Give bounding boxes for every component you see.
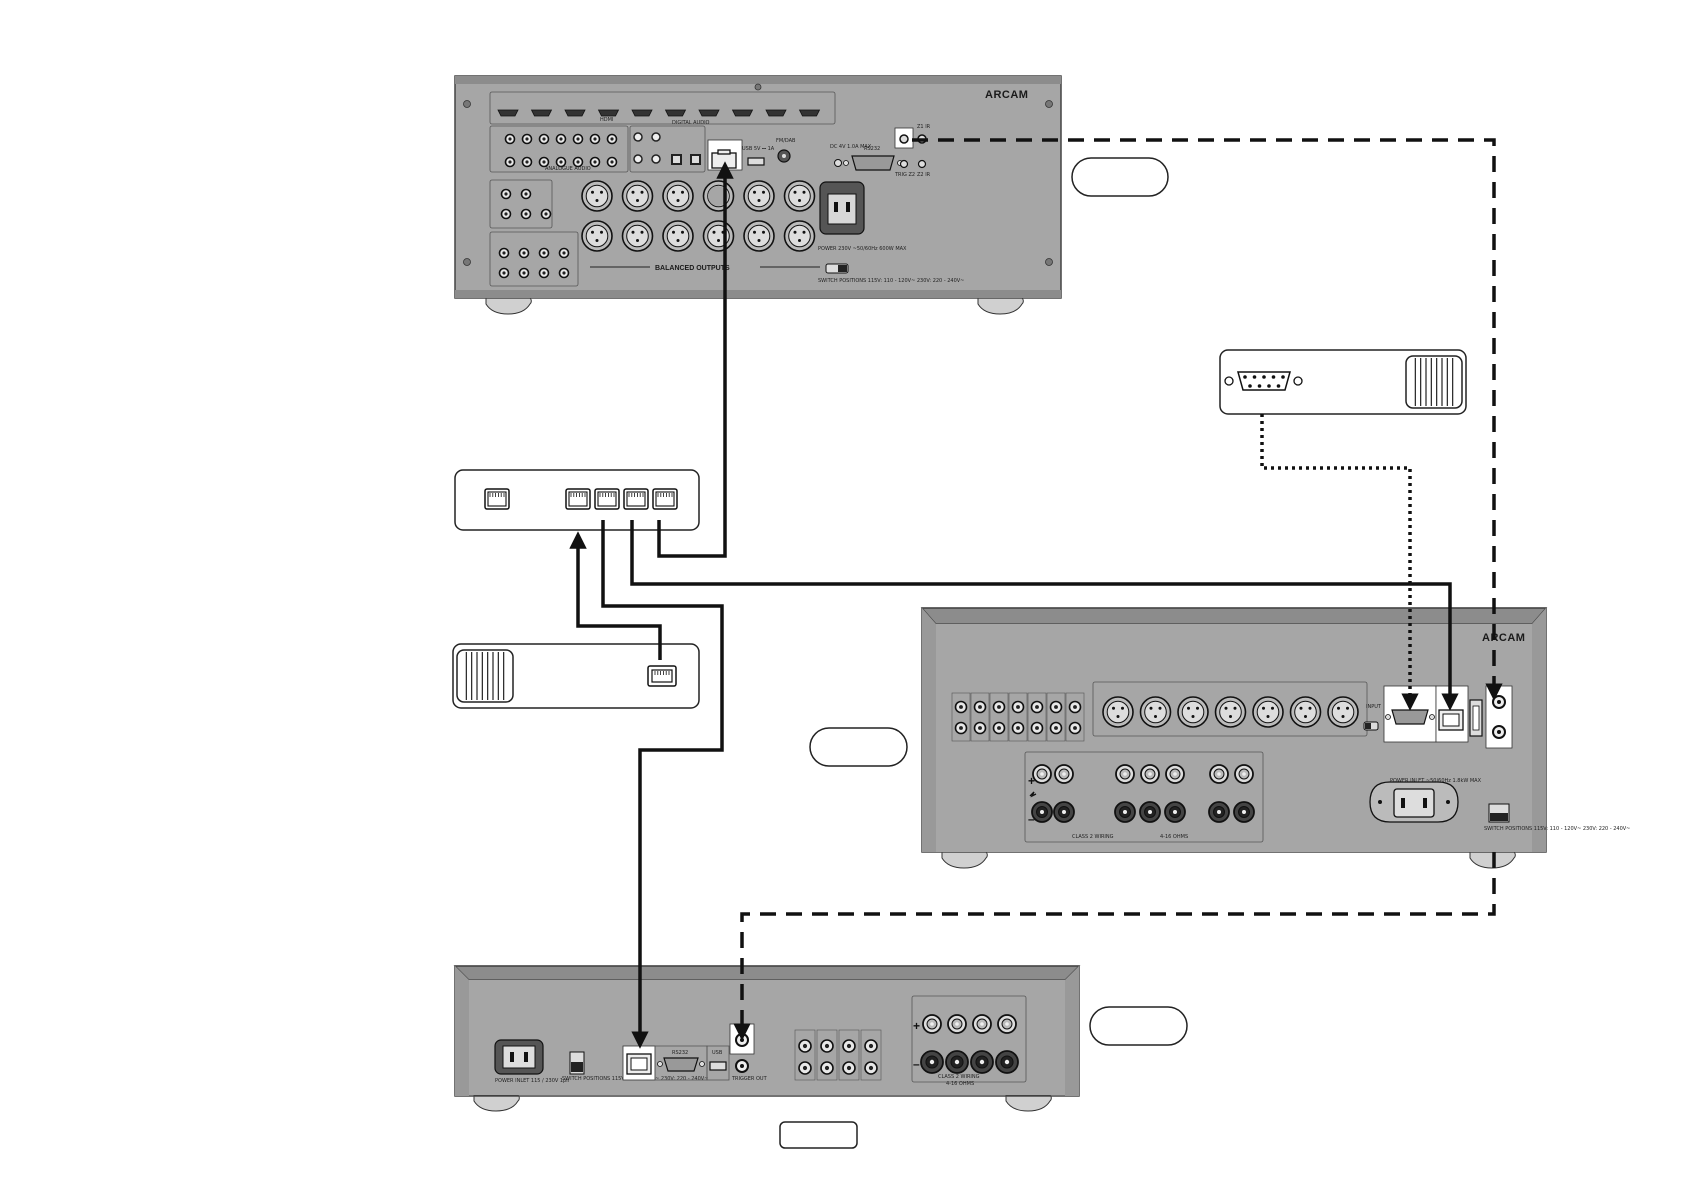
ethernet-port-icon [711, 149, 737, 169]
vent-grille-icon [1405, 355, 1463, 409]
z2-ir-label: Z2 IR [917, 172, 931, 178]
small-class2-label: CLASS 2 WIRING [938, 1074, 980, 1080]
rca-input-jacks [951, 692, 1085, 742]
z1-ir-label: Z1 IR [917, 124, 931, 130]
screw-icon [463, 83, 1053, 266]
network-control-device [452, 643, 700, 709]
callout-label-bottom [779, 1121, 858, 1149]
plus-symbol: + [913, 1019, 920, 1033]
balanced-outputs-label: BALANCED OUTPUTS [655, 265, 730, 272]
usb-port-icon [747, 157, 765, 166]
input-label: INPUT [1366, 704, 1382, 710]
ethernet-port-icon [647, 665, 677, 687]
ir-trigger-cable-amplifier [912, 138, 1503, 701]
hdmi-port-icon [731, 109, 754, 117]
rs232-port-icon [657, 1057, 705, 1072]
digital-audio-label: DIGITAL AUDIO [672, 120, 710, 126]
hdmi-port-icon [798, 109, 821, 117]
callout-label-small-amplifier [1089, 1006, 1188, 1046]
minus-symbol: – [1028, 812, 1035, 826]
hdmi-port-icon [564, 109, 586, 117]
fm-dab-label: FM/DAB [776, 138, 796, 144]
receiver-power-label: POWER 230V ~50/60Hz 600W MAX [818, 246, 907, 252]
receiver-brand: ARCAM [985, 89, 1028, 101]
rs232-label: RS232 [864, 146, 880, 152]
amplifier-brand: ARCAM [1482, 632, 1525, 644]
balanced-xlr-outputs [581, 180, 816, 252]
rs232-port-icon [1224, 371, 1303, 391]
xlr-input-jacks [1102, 696, 1359, 728]
speaker-terminals [1031, 764, 1255, 823]
amp-switch-label: SWITCH POSITIONS 115V: 110 - 120V~ 230V:… [1484, 826, 1630, 832]
hdmi-port-icon [631, 109, 653, 117]
av-receiver: ARCAM HDMI ANALOGUE AUDIO DIGITAL AUDIO … [454, 75, 1062, 315]
dc-label: DC 4V 1.0A MAX [830, 144, 872, 150]
rs232-cable [1260, 414, 1419, 711]
small-amp-power-label: POWER INLET 115 / 230V 1ph [495, 1078, 569, 1084]
plus-symbol: + [1028, 774, 1035, 788]
small-amp-rs232-label: RS232 [672, 1050, 688, 1056]
ir-jack-icon [899, 134, 909, 144]
hdmi-label: HDMI [600, 117, 613, 123]
power-inlet-icon [494, 1039, 544, 1075]
hdmi-port-icon [530, 109, 553, 117]
class2-label: CLASS 2 WIRING [1072, 834, 1114, 840]
usb-label: USB 5V ⎓ 1A [742, 146, 775, 152]
trig-label: TRIG Z2 [894, 172, 915, 178]
hdmi-port-icon [597, 109, 620, 117]
height-jacks [500, 188, 552, 220]
network-switch [454, 469, 700, 531]
ir-trigger-cable-small-amplifier [733, 852, 1496, 1041]
four-channel-amplifier: POWER INLET 115 / 230V 1ph SWITCH POSITI… [453, 965, 1081, 1112]
ethernet-port-icon [1438, 709, 1464, 731]
minus-symbol: – [913, 1057, 920, 1071]
multichannel-amplifier: ARCAM INPUT C [920, 607, 1630, 869]
ohms-label: 4-16 OHMS [1160, 834, 1188, 840]
hdmi-port-icon [765, 109, 787, 117]
receiver-switch-label: SWITCH POSITIONS 115V: 110 - 120V~ 230V:… [818, 278, 964, 284]
hdmi-port-row [497, 109, 821, 117]
hdmi-port-icon [664, 109, 687, 117]
ethernet-cable-receiver [657, 161, 734, 558]
ethernet-cable-control-device [569, 531, 662, 660]
speaker-terminals [920, 1014, 1019, 1074]
rs232-controller [1219, 349, 1467, 415]
callout-label-receiver [1071, 157, 1169, 197]
ethernet-port-icon [626, 1053, 652, 1075]
trigger-label: TRIGGER OUT [731, 1076, 768, 1082]
callout-label-amplifier [809, 727, 908, 767]
ethernet-cable-small-amplifier [601, 520, 724, 1049]
usb-port-icon [709, 1061, 727, 1071]
hdmi-port-icon [698, 109, 720, 117]
vent-grille-icon [456, 649, 514, 703]
preamp-out-jacks [498, 247, 570, 279]
optical-port-icon [671, 154, 701, 165]
small-amp-usb-label: USB [712, 1050, 723, 1056]
small-ohms-label: 4-16 OHMS [946, 1081, 974, 1087]
hdmi-port-icon [497, 109, 519, 117]
analogue-audio-label: ANALOGUE AUDIO [545, 166, 591, 172]
rca-input-jacks [794, 1029, 882, 1081]
amp-power-label: POWER INLET ~50/60Hz 1.8kW MAX [1390, 778, 1482, 784]
shock-warning-icon [1029, 791, 1037, 798]
ethernet-cable-amplifier [630, 520, 1459, 711]
analogue-audio-jacks [504, 133, 618, 168]
power-inlet-icon [1369, 781, 1459, 823]
